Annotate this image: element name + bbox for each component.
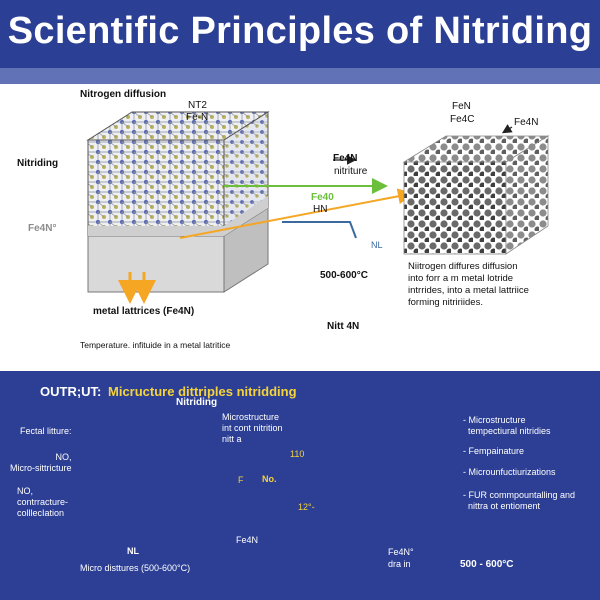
hn-label: HN — [313, 204, 328, 215]
fe4n-deg-label: Fe4N° — [28, 223, 57, 234]
nitriture-label: nitriture — [334, 166, 368, 177]
fe40-label: Fe40 — [311, 192, 334, 203]
micro-disttures-label: Micro disttures (500-600°C) — [80, 563, 191, 573]
lattice-cube — [86, 111, 270, 293]
nitriding-side-label: Nitriding — [17, 158, 59, 169]
fe4n-arrow-label: Fe4N — [333, 153, 358, 164]
header-stripe — [0, 68, 600, 84]
output-temp-range: 500 - 600°C — [460, 559, 514, 570]
arrow-12-label: 12°- — [296, 502, 317, 512]
list-item: - Microstructure tempectiural nitridies — [463, 415, 551, 436]
fe-n-label: Fe-N — [186, 112, 209, 123]
temperature-caption: Temperature. infituide in a metal latrit… — [80, 340, 231, 350]
fe4n-dra-label: Fe4N° dra in — [388, 547, 414, 569]
output-label: OUTR;UT: — [40, 384, 102, 399]
nt2-label: NT2 — [188, 100, 207, 111]
arrow-no-label: No. — [262, 474, 277, 484]
no-micro-label: NO, Micro-sittricture — [10, 452, 72, 473]
fe4n-top-right-label: Fe4N — [514, 117, 539, 128]
arrow-110-label: 110 — [288, 449, 307, 459]
nitt-label: Nitt 4N — [327, 321, 360, 332]
output-subtitle: Micructure dittriples nitridding — [108, 384, 297, 399]
list-item: - Microunfuctiurizations — [463, 467, 556, 477]
header-bar: Scientific Principles of Nitriding — [0, 0, 600, 68]
no-contract-label: NO, contrracture- colllecIation — [17, 486, 69, 518]
output-panel — [0, 371, 600, 600]
section-divider — [0, 366, 600, 371]
blue-connector — [282, 221, 357, 239]
list-item: - Fempainature — [463, 446, 525, 456]
diffusion-arrows-down — [118, 272, 156, 304]
output-nitriding-label: Nitriding — [176, 397, 218, 408]
nitrogen-diffusion-label: Nitrogen diffusion — [80, 89, 167, 100]
output-fe4n-label: Fe4N — [236, 535, 259, 545]
fe4n-pointer — [501, 124, 513, 134]
fen-label: FeN — [452, 101, 471, 112]
fectal-label: Fectal litture: — [20, 426, 72, 436]
orange-arrow — [179, 188, 414, 239]
diffusion-description: Niitrogen diffures diffusion into forr a… — [408, 261, 529, 308]
output-nl-label: NL — [127, 546, 139, 556]
page-title: Scientific Principles of Nitriding — [7, 10, 593, 52]
nl-label: NL — [371, 240, 383, 250]
fe4c-label: Fe4C — [450, 114, 475, 125]
arrow-f-label: F — [236, 475, 246, 485]
list-item: - FUR commpountalling and nittra ot enti… — [463, 490, 576, 511]
nitride-cube — [402, 135, 550, 255]
metal-lattrices-label: metal lattrices (Fe4N) — [93, 306, 195, 317]
temp-range-label: 500-600°C — [320, 270, 368, 281]
microstructure-arrow-label: Microstructure int cont nitrition nitt a — [222, 412, 283, 444]
